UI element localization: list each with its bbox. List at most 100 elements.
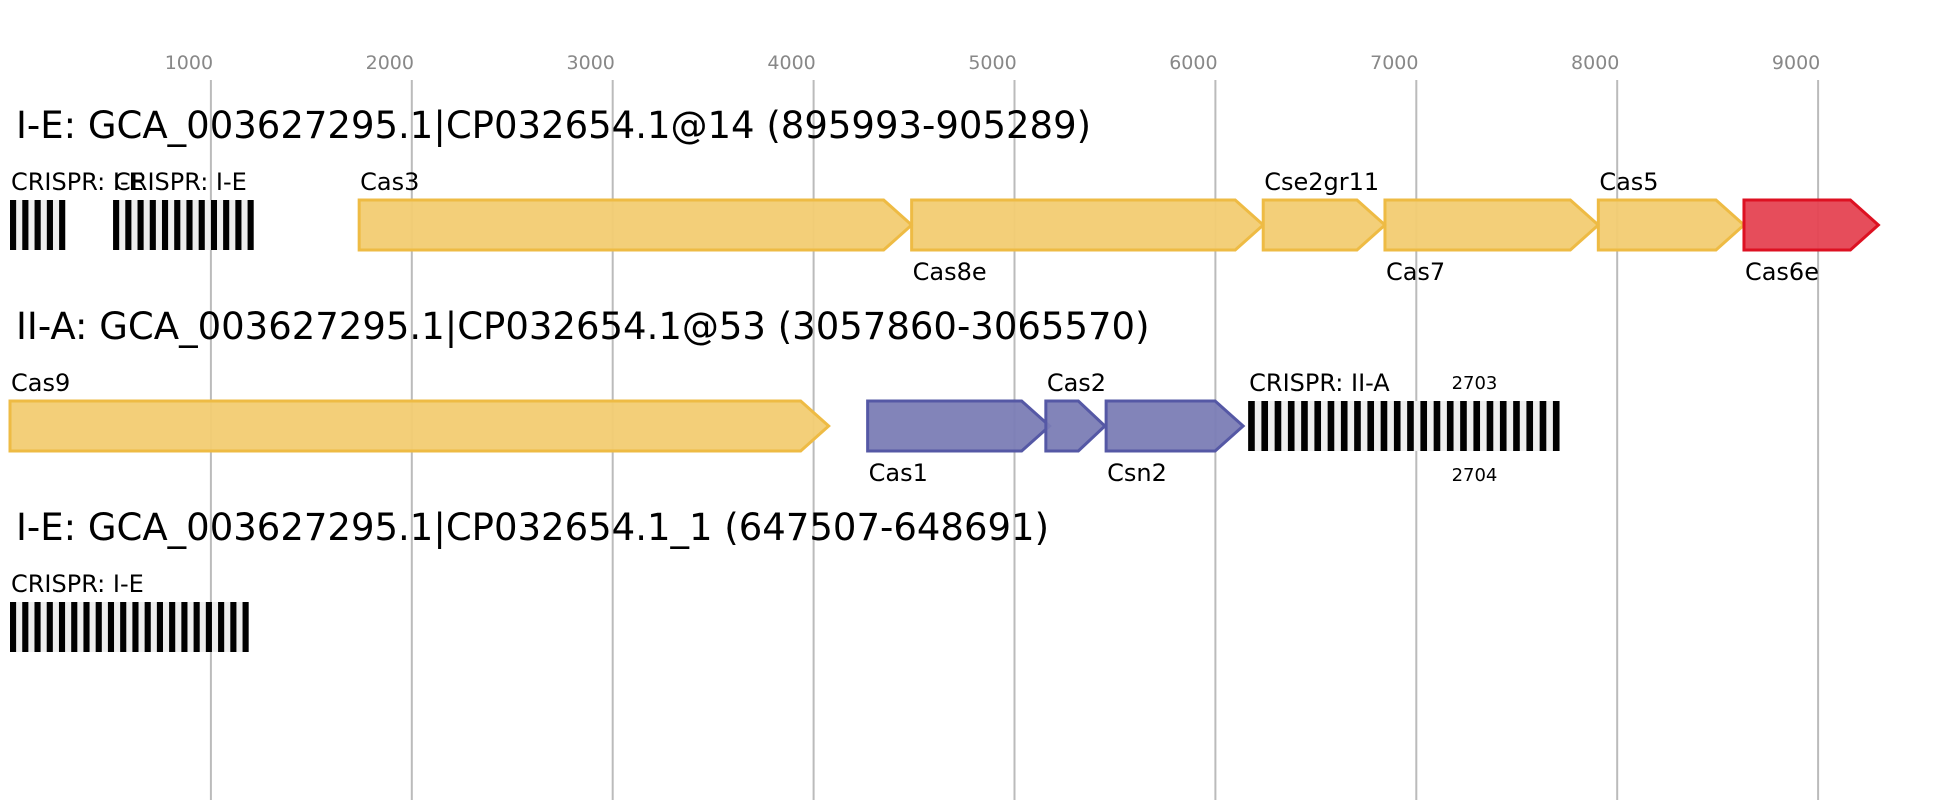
crispr-repeat	[235, 200, 242, 250]
feature-label: CRISPR: I-E	[11, 168, 144, 196]
crispr-repeat	[149, 200, 156, 250]
crispr-repeat	[1340, 401, 1348, 451]
crispr-repeat	[247, 200, 254, 250]
crispr-repeat	[46, 200, 53, 250]
crispr-repeat	[1261, 401, 1269, 451]
crispr-array[interactable]	[1248, 401, 1560, 451]
gene-arrow-cas5[interactable]	[1596, 198, 1747, 252]
crispr-repeat	[1433, 401, 1441, 451]
crispr-repeat	[1393, 401, 1401, 451]
feature-label: CRISPR: I-E	[11, 570, 144, 598]
crispr-repeat	[34, 200, 41, 250]
crispr-repeat	[22, 602, 29, 652]
feature-label: Cas5	[1599, 168, 1658, 196]
gene-arrow-cas9[interactable]	[8, 399, 831, 453]
crispr-repeat	[242, 602, 249, 652]
tick-label: 9000	[1772, 52, 1820, 74]
crispr-repeat	[71, 602, 78, 652]
crispr-repeat	[137, 200, 144, 250]
gene-arrow-csn2[interactable]	[1104, 399, 1246, 453]
gene-arrow-cas7[interactable]	[1383, 198, 1601, 252]
gene-arrow-cas8e[interactable]	[910, 198, 1266, 252]
crispr-repeat	[1301, 401, 1308, 451]
crispr-spacer-bg	[10, 602, 249, 652]
crispr-repeat	[218, 602, 225, 652]
crispr-repeat	[1314, 401, 1322, 451]
feature-label: CRISPR: I-E	[114, 168, 247, 196]
crispr-repeat	[223, 200, 230, 250]
crispr-repeat	[1354, 401, 1361, 451]
crispr-repeat	[174, 200, 181, 250]
gene-arrow-cas1[interactable]	[866, 399, 1052, 453]
crispr-repeat	[144, 602, 151, 652]
tick-label: 6000	[1169, 52, 1217, 74]
locus-row: I-E: GCA_003627295.1|CP032654.1@14 (8959…	[10, 104, 1881, 286]
crispr-repeat	[34, 602, 41, 652]
crispr-repeat	[10, 200, 17, 250]
crispr-repeat	[1274, 401, 1282, 451]
crispr-spacer-bg	[1248, 401, 1560, 451]
tick-label: 3000	[567, 52, 615, 74]
crispr-repeat	[230, 602, 237, 652]
feature-label: Cas8e	[913, 258, 987, 286]
crispr-array[interactable]	[10, 200, 66, 250]
crispr-repeat	[193, 602, 200, 652]
crispr-array[interactable]	[10, 602, 249, 652]
crispr-repeat	[125, 200, 132, 250]
feature-label: Csn2	[1107, 459, 1167, 487]
feature-label: Cse2gr11	[1264, 168, 1379, 196]
locus-title: II-A: GCA_003627295.1|CP032654.1@53 (305…	[16, 305, 1150, 348]
locus-row: I-E: GCA_003627295.1|CP032654.1_1 (64750…	[10, 506, 1049, 652]
crispr-repeat	[205, 602, 212, 652]
crispr-repeat	[1327, 401, 1335, 451]
crispr-repeat	[113, 200, 120, 250]
crispr-repeat	[1539, 401, 1547, 451]
tick-label: 8000	[1571, 52, 1619, 74]
crispr-repeat	[169, 602, 176, 652]
crispr-repeat	[59, 200, 66, 250]
gene-arrow-cse2gr11[interactable]	[1261, 198, 1388, 252]
crispr-repeat	[198, 200, 205, 250]
feature-label: Cas6e	[1745, 258, 1819, 286]
crispr-annotation: 2703	[1452, 373, 1498, 394]
crispr-repeat	[46, 602, 53, 652]
feature-label: Cas2	[1047, 369, 1106, 397]
feature-label: CRISPR: II-A	[1249, 369, 1390, 397]
gene-arrow-cas3[interactable]	[357, 198, 914, 252]
tick-label: 7000	[1370, 52, 1418, 74]
crispr-repeat	[186, 200, 193, 250]
crispr-spacer-bg	[113, 200, 254, 250]
crispr-repeat	[120, 602, 127, 652]
locus-title: I-E: GCA_003627295.1|CP032654.1@14 (8959…	[16, 104, 1091, 147]
crispr-repeat	[83, 602, 90, 652]
crispr-repeat	[1420, 401, 1428, 451]
feature-label: Cas3	[360, 168, 419, 196]
crispr-repeat	[156, 602, 163, 652]
crispr-repeat	[10, 602, 17, 652]
tick-label: 5000	[968, 52, 1016, 74]
gene-arrow-cas2[interactable]	[1044, 399, 1108, 453]
crispr-repeat	[1486, 401, 1494, 451]
crispr-repeat	[1380, 401, 1388, 451]
tick-label: 4000	[767, 52, 815, 74]
crispr-repeat	[1287, 401, 1295, 451]
crispr-repeat	[1407, 401, 1414, 451]
crispr-repeat	[22, 200, 29, 250]
feature-label: Cas7	[1386, 258, 1445, 286]
locus-title: I-E: GCA_003627295.1|CP032654.1_1 (64750…	[16, 506, 1049, 549]
crispr-repeat	[1552, 401, 1560, 451]
locus-row: II-A: GCA_003627295.1|CP032654.1@53 (305…	[8, 305, 1560, 487]
crispr-repeat	[58, 602, 66, 652]
tick-label: 1000	[165, 52, 213, 74]
gene-arrow-cas6e[interactable]	[1742, 198, 1881, 252]
crispr-repeat	[1367, 401, 1375, 451]
crispr-repeat	[1526, 401, 1534, 451]
crispr-repeat	[1513, 401, 1520, 451]
crispr-repeat	[1473, 401, 1481, 451]
crispr-repeat	[181, 602, 188, 652]
rows-layer: I-E: GCA_003627295.1|CP032654.1@14 (8959…	[8, 104, 1881, 652]
crispr-array[interactable]	[113, 200, 254, 250]
tick-label: 2000	[366, 52, 414, 74]
crispr-annotation: 2704	[1452, 465, 1498, 486]
